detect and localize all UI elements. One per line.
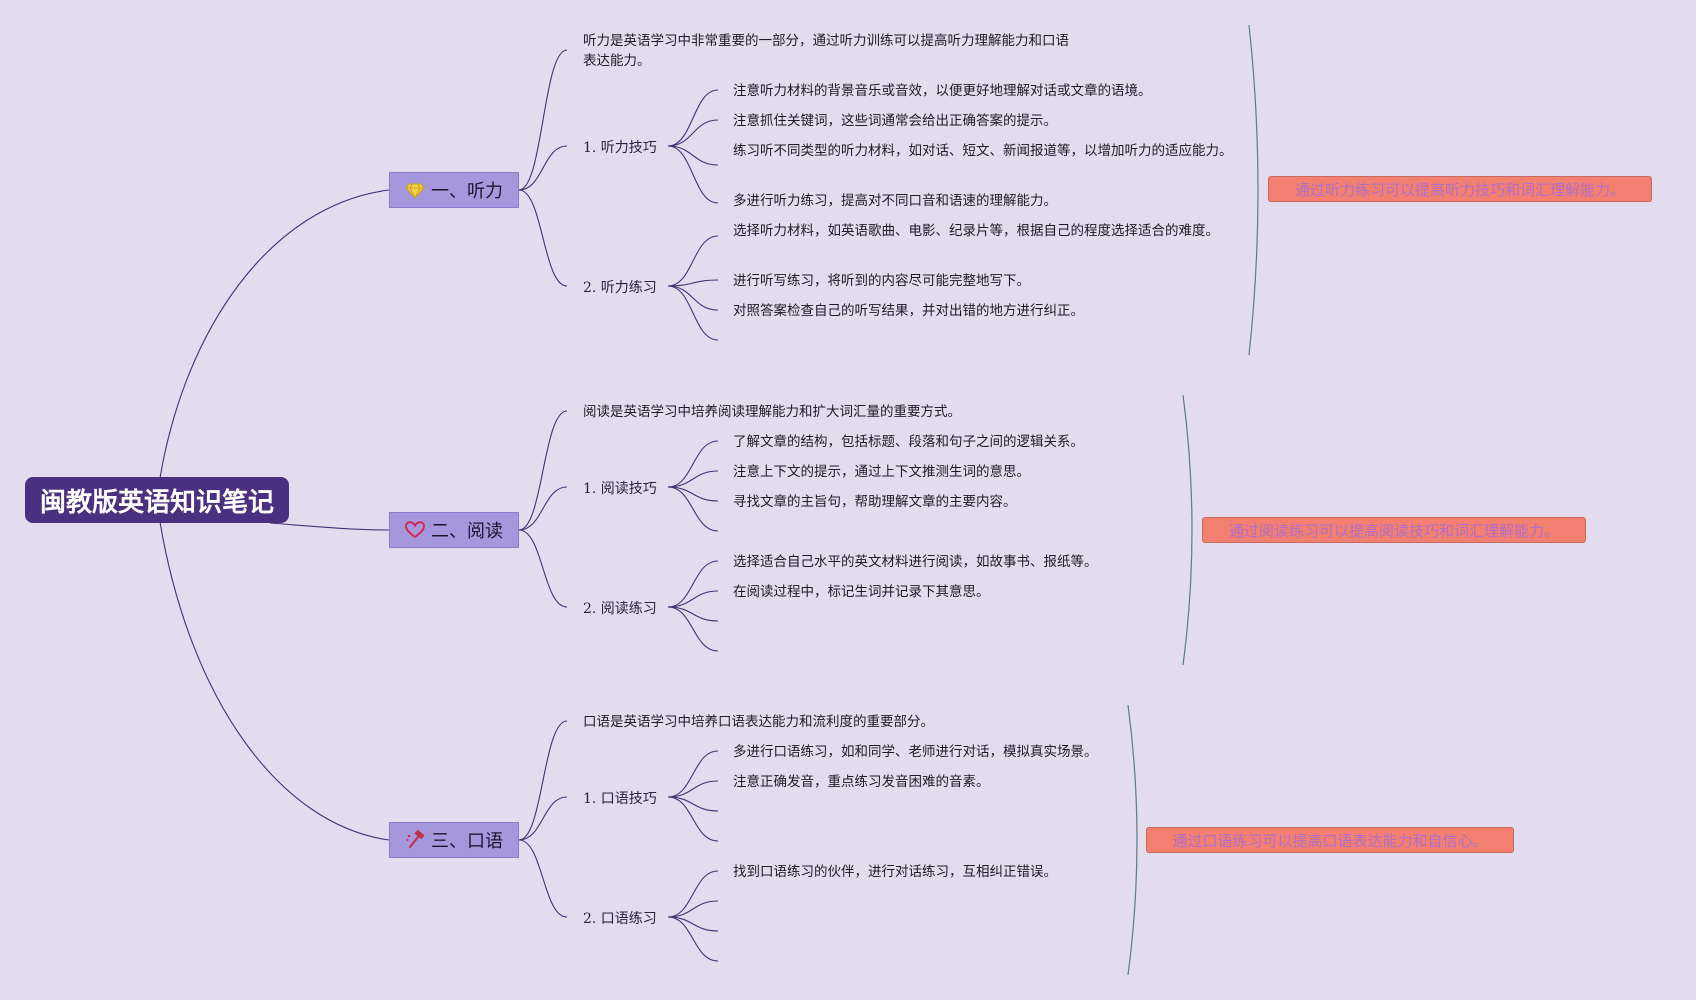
branch-connector	[518, 410, 568, 531]
branch-intro: 口语是英语学习中培养口语表达能力和流利度的重要部分。	[583, 714, 934, 730]
diamond-icon	[405, 183, 425, 200]
leaf-connector	[667, 606, 719, 652]
summary-text: 通过听力练习可以提高听力技巧和词汇理解能力。	[1294, 180, 1625, 199]
root-title: 闽教版英语知识笔记	[39, 487, 274, 518]
leaf-connector	[667, 440, 719, 488]
summary-box[interactable]: 通过口语练习可以提高口语表达能力和自信心。	[1146, 827, 1514, 853]
sub-topic[interactable]: 1. 口语技巧	[583, 791, 657, 807]
leaf-item: 选择适合自己水平的英文材料进行阅读，如故事书、报纸等。	[733, 554, 1098, 570]
leaf-connector	[667, 470, 719, 488]
leaf-connector	[667, 235, 719, 287]
leaf-item: 寻找文章的主旨句，帮助理解文章的主要内容。	[733, 494, 1017, 510]
leaf-connector	[667, 145, 719, 166]
leaf-connector	[667, 279, 719, 287]
root-connector	[269, 522, 390, 531]
branch-label: 一、听力	[431, 181, 503, 202]
leaf-connector	[667, 285, 719, 341]
summary-box[interactable]: 通过阅读练习可以提高阅读技巧和词汇理解能力。	[1202, 517, 1586, 543]
summary-box[interactable]: 通过听力练习可以提高听力技巧和词汇理解能力。	[1268, 176, 1652, 202]
branch-label: 二、阅读	[431, 521, 503, 542]
leaf-connector	[667, 145, 719, 204]
branch-intro: 听力是英语学习中非常重要的一部分，通过听力训练可以提高听力理解能力和口语表达能力…	[583, 33, 1069, 69]
leaf-item: 了解文章的结构，包括标题、段落和句子之间的逻辑关系。	[733, 434, 1084, 450]
branch-listening[interactable]: 一、听力	[389, 172, 519, 208]
leaf-connector	[667, 285, 719, 311]
leaf-connector	[667, 900, 719, 918]
branch-intro: 阅读是英语学习中培养阅读理解能力和扩大词汇量的重要方式。	[583, 404, 961, 420]
sub-topic[interactable]: 2. 口语练习	[583, 911, 657, 927]
summary-text: 通过口语练习可以提高口语表达能力和自信心。	[1172, 831, 1488, 850]
branch-label: 三、口语	[431, 831, 503, 852]
leaf-item: 在阅读过程中，标记生词并记录下其意思。	[733, 584, 990, 600]
root-connector	[159, 521, 390, 841]
leaf-connector	[667, 590, 719, 608]
sub-topic[interactable]: 1. 听力技巧	[583, 140, 657, 156]
leaf-item: 对照答案检查自己的听写结果，并对出错的地方进行纠正。	[733, 303, 1084, 319]
sub-topic[interactable]: 2. 听力练习	[583, 280, 657, 296]
heart-icon	[405, 521, 425, 539]
sub-topic[interactable]: 1. 阅读技巧	[583, 481, 657, 497]
leaf-connector	[667, 486, 719, 532]
branch-connector	[518, 529, 568, 608]
branch-connector	[518, 145, 568, 191]
leaf-connector	[667, 780, 719, 798]
leaf-connector	[667, 870, 719, 918]
summary-bracket	[1248, 24, 1259, 356]
leaf-item: 注意抓住关键词，这些词通常会给出正确答案的提示。	[733, 113, 1057, 129]
leaf-item: 注意上下文的提示，通过上下文推测生词的意思。	[733, 464, 1030, 480]
summary-bracket	[1182, 394, 1193, 666]
leaf-connector	[667, 916, 719, 962]
branch-connector	[518, 720, 568, 841]
leaf-connector	[667, 750, 719, 798]
leaf-item: 找到口语练习的伙伴，进行对话练习，互相纠正错误。	[733, 864, 1057, 880]
branch-connector	[518, 189, 568, 287]
hammer-icon	[406, 830, 425, 849]
sub-topic[interactable]: 2. 阅读练习	[583, 601, 657, 617]
branch-connector	[518, 486, 568, 531]
summary-bracket	[1127, 704, 1138, 976]
branch-speaking[interactable]: 三、口语	[389, 822, 519, 858]
branch-connector	[518, 796, 568, 841]
leaf-item: 注意听力材料的背景音乐或音效，以便更好地理解对话或文章的语境。	[733, 83, 1152, 99]
branch-reading[interactable]: 二、阅读	[389, 512, 519, 548]
leaf-item: 多进行听力练习，提高对不同口音和语速的理解能力。	[733, 193, 1057, 209]
leaf-item: 多进行口语练习，如和同学、老师进行对话，模拟真实场景。	[733, 744, 1098, 760]
root-connector	[159, 189, 390, 479]
leaf-connector	[667, 119, 719, 147]
leaf-item: 选择听力材料，如英语歌曲、电影、纪录片等，根据自己的程度选择适合的难度。	[733, 223, 1219, 239]
root-topic[interactable]: 闽教版英语知识笔记	[25, 477, 289, 523]
leaf-connector	[667, 560, 719, 608]
leaf-connector	[667, 89, 719, 147]
branch-connector	[518, 839, 568, 918]
leaf-item: 进行听写练习，将听到的内容尽可能完整地写下。	[733, 273, 1030, 289]
leaf-item: 练习听不同类型的听力材料，如对话、短文、新闻报道等，以增加听力的适应能力。	[733, 143, 1233, 159]
leaf-item: 注意正确发音，重点练习发音困难的音素。	[733, 774, 990, 790]
summary-text: 通过阅读练习可以提高阅读技巧和词汇理解能力。	[1228, 521, 1559, 540]
branch-connector	[518, 49, 568, 191]
leaf-connector	[667, 796, 719, 842]
